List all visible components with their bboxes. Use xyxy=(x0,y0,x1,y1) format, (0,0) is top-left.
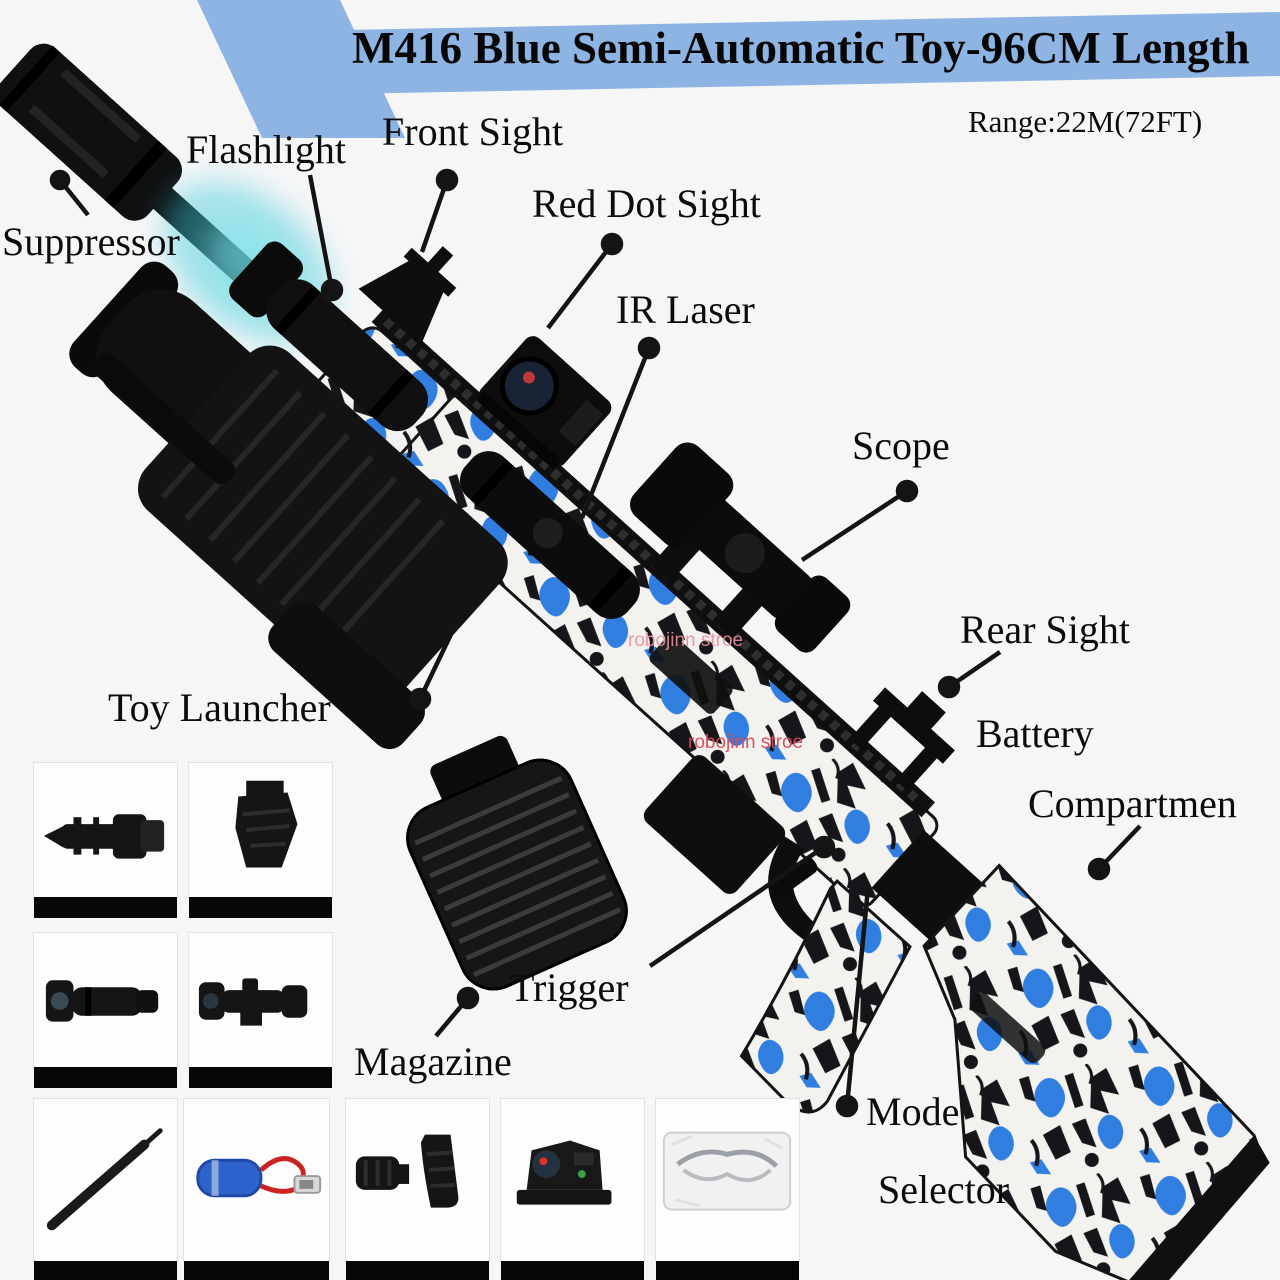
thumbnail-cleaning-rod xyxy=(33,1098,178,1280)
suppressor-part xyxy=(0,43,183,221)
thumbnail-base-bar xyxy=(189,1067,332,1088)
drum-magazine-part xyxy=(406,735,628,991)
thumbnail-barrel-extension xyxy=(33,762,178,918)
thumbnail-red-dot-sight xyxy=(500,1098,645,1280)
label-front-sight: Front Sight xyxy=(382,109,564,154)
thumbnail-base-bar xyxy=(34,1067,177,1088)
leader-trigger xyxy=(648,835,836,968)
thumbnail-base-bar xyxy=(189,897,332,918)
stock-part xyxy=(922,863,1270,1280)
magwell-part xyxy=(643,755,786,894)
thumbnail-base-bar xyxy=(34,897,177,918)
thumbnail-base-bar xyxy=(656,1261,799,1280)
thumbnail-base-bar xyxy=(184,1261,329,1280)
flashlight-icon xyxy=(45,980,159,1022)
trigger-part xyxy=(768,835,823,940)
label-flashlight: Flashlight xyxy=(186,127,347,172)
blue-ribbon xyxy=(197,0,1280,138)
thumbnail-base-bar xyxy=(34,1261,177,1280)
label-rear-sight: Rear Sight xyxy=(960,607,1130,652)
angled-grip-icon xyxy=(235,780,298,868)
ejection-port xyxy=(649,634,733,714)
label-red-dot-sight: Red Dot Sight xyxy=(532,181,761,226)
front-sight-part xyxy=(358,246,457,345)
thumbnail-base-bar xyxy=(501,1261,644,1280)
toy-launcher-part xyxy=(69,261,508,750)
flash-hider-and-grip-icon xyxy=(355,1134,459,1208)
leader-battery xyxy=(1087,824,1142,881)
label-mode-selector-line2: Selector xyxy=(878,1167,1010,1212)
flashlight-part xyxy=(229,241,429,432)
safety-goggles-icon xyxy=(662,1131,792,1211)
leader-scope xyxy=(800,479,919,562)
label-battery-line2: Compartmen xyxy=(1028,781,1237,826)
red-dot-sight-icon xyxy=(516,1140,612,1205)
thumbnail-base-bar xyxy=(346,1261,489,1280)
label-ir-laser: IR Laser xyxy=(616,287,755,332)
leader-flashlight xyxy=(307,174,344,302)
thumbnail-angled-grip xyxy=(188,762,333,918)
label-magazine: Magazine xyxy=(354,1039,512,1084)
page-title: M416 Blue Semi-Automatic Toy-96CM Length xyxy=(352,23,1250,73)
label-suppressor: Suppressor xyxy=(2,219,180,264)
label-mode-selector-line1: Mode xyxy=(866,1089,960,1134)
watermark: robojinn stroe xyxy=(628,630,744,651)
leader-front-sight xyxy=(419,168,459,253)
ir-laser-part xyxy=(459,451,640,619)
pistol-grip-part xyxy=(739,878,912,1114)
scope-part xyxy=(630,442,851,653)
barrel-extension-icon xyxy=(43,814,165,859)
leader-rear-sight xyxy=(937,650,1002,699)
cleaning-rod-icon xyxy=(46,1128,163,1231)
label-battery-line1: Battery xyxy=(976,711,1094,756)
thumbnail-scope xyxy=(188,932,333,1088)
label-trigger: Trigger xyxy=(510,965,629,1010)
label-toy-launcher: Toy Launcher xyxy=(108,685,331,730)
thumbnail-flashlight xyxy=(33,932,178,1088)
thumbnail-flash-hider-and-grip xyxy=(345,1098,490,1280)
thumbnail-battery-usb-cable xyxy=(183,1098,330,1280)
red-dot-sight-part xyxy=(476,336,612,470)
range-text: Range:22M(72FT) xyxy=(968,104,1203,139)
leader-ir-laser xyxy=(579,336,661,519)
leader-magazine xyxy=(434,986,480,1038)
leader-mode-selector xyxy=(835,887,871,1118)
label-scope: Scope xyxy=(852,423,950,468)
rear-sight-part xyxy=(849,687,955,792)
watermark: robojinn stroe xyxy=(688,732,804,753)
leader-suppressor xyxy=(49,169,90,217)
scope-icon xyxy=(198,978,308,1026)
thumbnail-safety-goggles xyxy=(655,1098,800,1280)
battery-usb-cable-icon xyxy=(196,1156,322,1198)
leader-toy-launcher xyxy=(408,627,457,711)
leader-lines xyxy=(49,168,1142,1118)
leader-red-dot xyxy=(546,232,624,330)
